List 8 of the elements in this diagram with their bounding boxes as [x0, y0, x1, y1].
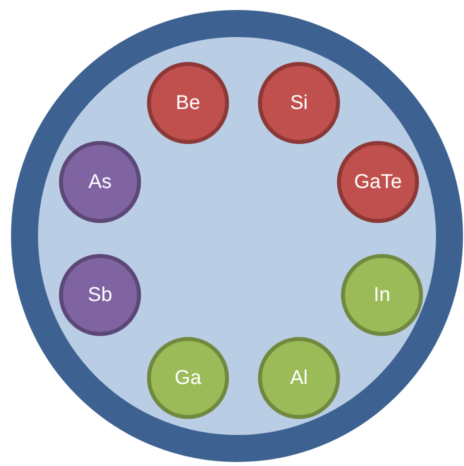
- source-circle: Ga: [147, 337, 229, 419]
- source-circle: As: [59, 141, 141, 223]
- source-circle: Sb: [59, 254, 141, 336]
- source-circle: GaTe: [337, 141, 419, 223]
- source-circle: Al: [258, 337, 340, 419]
- source-circle: Si: [258, 62, 340, 144]
- source-circle: In: [341, 254, 423, 336]
- source-circle: Be: [147, 62, 229, 144]
